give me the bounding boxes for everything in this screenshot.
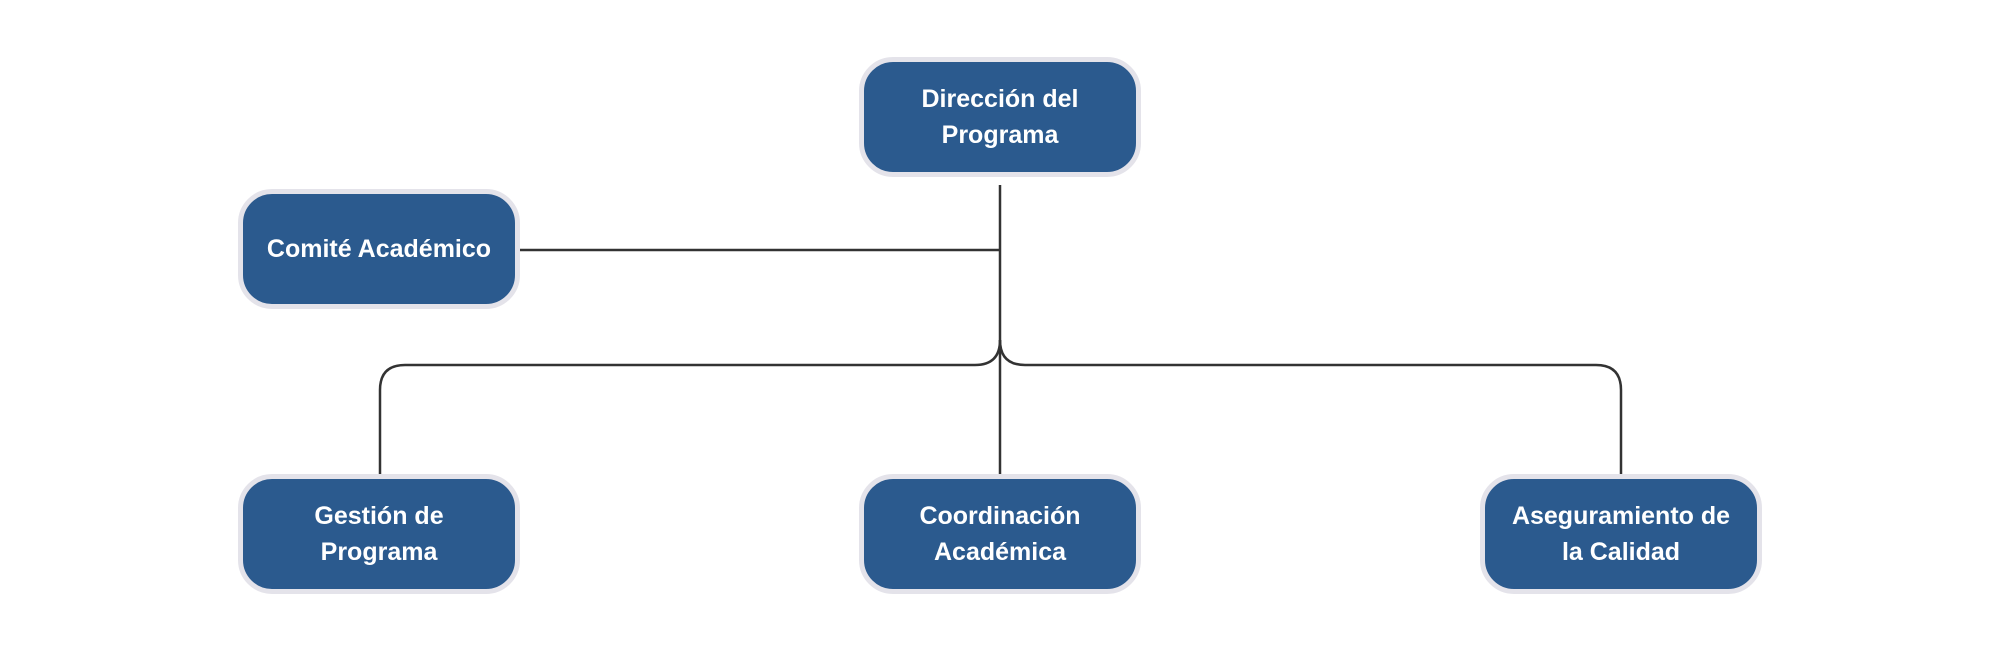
node-label: Comité Académico <box>266 235 492 263</box>
node-comite-academico: Comité Académico <box>238 189 520 309</box>
connector-right-child <box>998 339 1623 474</box>
node-aseguramiento-de-la-calidad: Aseguramiento de la Calidad <box>1480 474 1762 594</box>
node-label: Coordinación Académica <box>919 502 1081 566</box>
node-label: Gestión de Programa <box>314 502 444 566</box>
node-label: Aseguramiento de la Calidad <box>1511 502 1731 566</box>
node-direccion-del-programa: Dirección del Programa <box>859 57 1141 177</box>
node-coordinacion-academica: Coordinación Académica <box>859 474 1141 594</box>
node-gestion-de-programa: Gestión de Programa <box>238 474 520 594</box>
connector-left-child <box>378 339 1002 474</box>
node-label: Dirección del Programa <box>921 85 1079 149</box>
